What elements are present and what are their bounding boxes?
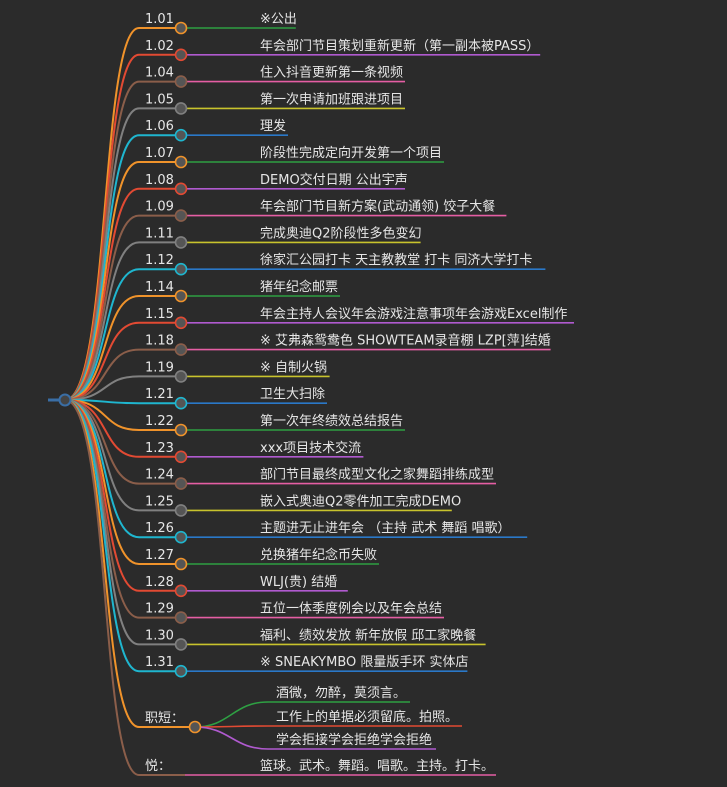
leaf-text[interactable]: 猪年纪念邮票	[260, 279, 338, 295]
group-child-line	[194, 725, 462, 728]
collapse-node[interactable]	[174, 155, 188, 169]
branch-connector	[64, 295, 140, 401]
leaf-text[interactable]: 第一次申请加班跟进项目	[260, 91, 403, 107]
group-child-text[interactable]: 工作上的单据必须留底。拍照。	[276, 709, 458, 725]
branch-date[interactable]: 1.04	[145, 66, 174, 81]
branch-date[interactable]: 1.02	[145, 39, 174, 54]
group-label[interactable]: 职短：	[145, 711, 184, 726]
collapse-node[interactable]	[174, 21, 188, 35]
branch-date[interactable]: 1.19	[145, 360, 174, 375]
leaf-text[interactable]: 篮球。武术。舞蹈。唱歌。主持。打卡。	[260, 759, 494, 774]
leaf-text[interactable]: ※ SNEAKYMBO 限量版手环 实体店	[260, 655, 469, 670]
branch-connector	[64, 53, 140, 401]
branch-date[interactable]: 1.05	[145, 92, 174, 107]
collapse-node[interactable]	[174, 638, 188, 651]
branch-date[interactable]: 1.18	[145, 334, 174, 349]
leaf-text[interactable]: 完成奥迪Q2阶段性多色变幻	[260, 225, 422, 241]
collapse-node[interactable]	[174, 289, 188, 303]
group-connector	[64, 399, 140, 776]
collapse-node[interactable]	[174, 316, 188, 330]
collapse-node[interactable]	[174, 209, 188, 222]
leaf-text[interactable]: 福利、绩效发放 新年放假 邱工家晚餐	[260, 627, 476, 643]
collapse-node[interactable]	[174, 128, 188, 142]
branch-date[interactable]: 1.31	[145, 655, 174, 670]
collapse-node[interactable]	[174, 423, 188, 437]
branch-date[interactable]: 1.22	[145, 414, 174, 429]
leaf-text[interactable]: 年会部门节目策划重新更新（第一副本被PASS）	[260, 38, 539, 54]
leaf-text[interactable]: 徐家汇公园打卡 天主教教堂 打卡 同济大学打卡	[260, 252, 532, 268]
group-child-text[interactable]: 酒微，勿醉，莫须言。	[276, 685, 406, 701]
branch-date[interactable]: 1.14	[145, 280, 174, 295]
branch-date[interactable]: 1.26	[145, 521, 174, 536]
leaf-text[interactable]: 主题进无止进年会 （主持 武术 舞蹈 唱歌）	[260, 521, 511, 536]
branch-date[interactable]: 1.15	[145, 307, 174, 322]
branch-date[interactable]: 1.12	[145, 253, 174, 268]
collapse-node[interactable]	[188, 720, 202, 734]
leaf-text[interactable]: 第一次年终绩效总结报告	[260, 413, 403, 429]
branch-date[interactable]: 1.01	[145, 12, 174, 27]
branch-date[interactable]: 1.11	[145, 226, 174, 241]
branch-date[interactable]: 1.07	[145, 146, 174, 161]
collapse-node[interactable]	[174, 182, 188, 196]
group-label[interactable]: 悦：	[145, 759, 171, 774]
leaf-text[interactable]: ※ 艾弗森鸳鸯色 SHOWTEAM录音棚 LZP[萍]结婚	[260, 333, 551, 349]
branch-date[interactable]: 1.28	[145, 575, 174, 590]
branch-date[interactable]: 1.09	[145, 200, 174, 215]
branch-date[interactable]: 1.08	[145, 173, 174, 188]
group-child-line	[194, 701, 410, 728]
branch-date[interactable]: 1.21	[145, 387, 174, 402]
leaf-text[interactable]: 阶段性完成定向开发第一个项目	[260, 145, 442, 161]
collapse-node[interactable]	[174, 530, 188, 544]
collapse-node[interactable]	[174, 450, 188, 464]
branch-connector	[64, 348, 140, 401]
collapse-node[interactable]	[174, 102, 188, 115]
branch-date[interactable]: 1.06	[145, 119, 174, 134]
leaf-text[interactable]: 卫生大扫除	[260, 387, 325, 402]
branch-date[interactable]: 1.27	[145, 548, 174, 563]
branch-connector	[64, 268, 140, 401]
collapse-node[interactable]	[174, 343, 188, 356]
collapse-node[interactable]	[174, 236, 188, 249]
group-child-line	[194, 726, 436, 750]
leaf-text[interactable]: WLJ(贵) 结婚	[260, 575, 337, 590]
branch-date[interactable]: 1.23	[145, 441, 174, 456]
collapse-node[interactable]	[174, 504, 188, 517]
leaf-text[interactable]: 理发	[260, 118, 286, 134]
leaf-text[interactable]: 五位一体季度例会以及年会总结	[260, 601, 442, 617]
leaf-text[interactable]: 兑换猪年纪念币失败	[260, 547, 377, 563]
leaf-text[interactable]: 住入抖音更新第一条视频	[260, 65, 403, 81]
collapse-node[interactable]	[174, 584, 188, 598]
branch-date[interactable]: 1.24	[145, 468, 174, 483]
branch-connector	[64, 321, 140, 401]
collapse-node[interactable]	[174, 477, 188, 490]
group-child-text[interactable]: 学会拒接学会拒绝学会拒绝	[276, 732, 432, 748]
leaf-text[interactable]: ※公出	[260, 12, 297, 27]
root-node[interactable]	[58, 393, 72, 407]
leaf-text[interactable]: DEMO交付日期 公出宇声	[260, 172, 408, 188]
leaf-text[interactable]: xxx项目技术交流	[260, 440, 361, 456]
leaf-text[interactable]: 部门节目最终成型文化之家舞蹈排练成型	[260, 467, 494, 483]
collapse-node[interactable]	[174, 396, 188, 410]
collapse-node[interactable]	[174, 262, 188, 276]
leaf-text[interactable]: 年会主持人会议年会游戏注意事项年会游戏Excel制作	[260, 306, 567, 322]
leaf-text[interactable]: 年会部门节目新方案(武动通领) 饺子大餐	[260, 199, 495, 215]
branch-date[interactable]: 1.30	[145, 628, 174, 643]
leaf-text[interactable]: 嵌入式奥迪Q2零件加工完成DEMO	[260, 494, 461, 509]
collapse-node[interactable]	[174, 611, 188, 624]
collapse-node[interactable]	[174, 75, 188, 88]
branch-date[interactable]: 1.25	[145, 494, 174, 509]
collapse-node[interactable]	[174, 664, 188, 678]
collapse-node[interactable]	[174, 48, 188, 62]
leaf-text[interactable]: ※ 自制火锅	[260, 359, 327, 375]
branch-date[interactable]: 1.29	[145, 602, 174, 617]
collapse-node[interactable]	[174, 370, 188, 383]
collapse-node[interactable]	[174, 557, 188, 571]
